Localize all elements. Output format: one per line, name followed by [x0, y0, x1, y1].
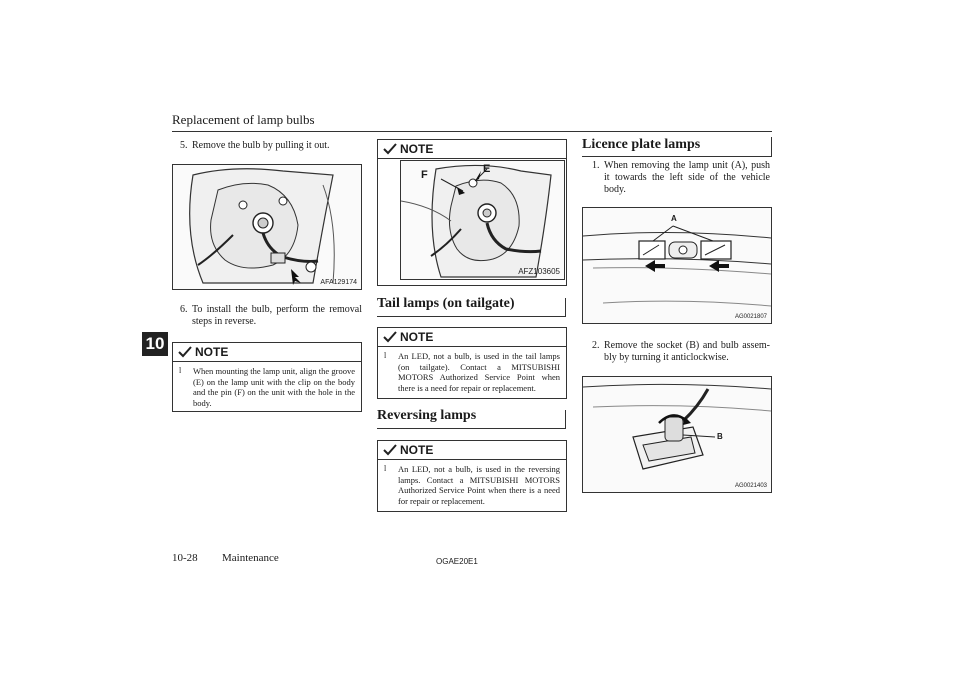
- figure-groove-pin: F E AFZ103605: [400, 160, 565, 280]
- section-rule-tick: [771, 137, 772, 157]
- note-text: An LED, not a bulb, is used in the tail …: [398, 351, 560, 393]
- figure-code: AFA129174: [320, 279, 357, 286]
- section-rule: [377, 316, 565, 317]
- step-text: Remove the socket (B) and bulb assem-bly…: [604, 340, 770, 363]
- note-body: l An LED, not a bulb, is used in the rev…: [378, 460, 566, 510]
- running-header-title: Replacement of lamp bulbs: [172, 112, 315, 127]
- step-2: 2. Remove the socket (B) and bulb assem-…: [592, 340, 770, 364]
- note-box-tail-lamps: NOTE l An LED, not a bulb, is used in th…: [377, 327, 567, 399]
- callout-label-f: F: [421, 169, 428, 181]
- bullet-icon: l: [179, 366, 182, 375]
- note-header: NOTE: [378, 140, 566, 159]
- section-rule: [377, 428, 565, 429]
- section-title-licence-plate-lamps: Licence plate lamps: [582, 137, 701, 152]
- figure-code: AG0021403: [734, 483, 767, 489]
- chapter-tab: 10: [142, 332, 168, 356]
- note-label: NOTE: [400, 330, 434, 344]
- callout-label-e: E: [483, 163, 491, 175]
- step-text: Remove the bulb by pulling it out.: [192, 140, 330, 151]
- step-5: 5. Remove the bulb by pulling it out.: [180, 140, 362, 152]
- step-1: 1. When removing the lamp unit (A), push…: [592, 160, 770, 196]
- note-label: NOTE: [400, 142, 434, 156]
- figure-code: AFZ103605: [518, 267, 560, 276]
- step-6: 6. To install the bulb, perform the remo…: [180, 304, 362, 328]
- note-header: NOTE: [378, 328, 566, 347]
- groove-pin-illustration: [401, 164, 552, 278]
- callout-label-a: A: [671, 214, 677, 223]
- bulb-removal-illustration: [189, 168, 335, 285]
- step-number: 5.: [180, 140, 188, 151]
- section-rule-tick: [565, 298, 566, 317]
- note-header: NOTE: [173, 343, 361, 362]
- footer-section: Maintenance: [222, 552, 279, 564]
- section-rule-tick: [565, 410, 566, 429]
- page-number: 10-28: [172, 552, 198, 564]
- note-box-figure: NOTE F E AFZ103605: [377, 139, 567, 286]
- pencil-check-icon: [178, 346, 192, 358]
- note-header: NOTE: [378, 441, 566, 460]
- step-number: 1.: [592, 160, 600, 171]
- figure-bulb-removal: AFA129174: [172, 164, 362, 290]
- step-number: 6.: [180, 304, 188, 315]
- pencil-check-icon: [383, 143, 397, 155]
- section-title-tail-lamps: Tail lamps (on tailgate): [377, 296, 515, 311]
- note-box-mounting: NOTE l When mounting the lamp unit, alig…: [172, 342, 362, 412]
- note-text: When mounting the lamp unit, align the g…: [193, 366, 355, 408]
- header-rule: [172, 131, 772, 132]
- note-label: NOTE: [400, 443, 434, 457]
- figure-licence-lamp-push: A AG0021807: [582, 207, 772, 324]
- socket-removal-illustration: [583, 383, 771, 470]
- step-text: When removing the lamp unit (A), push it…: [604, 160, 770, 195]
- pencil-check-icon: [383, 331, 397, 343]
- note-label: NOTE: [195, 345, 229, 359]
- footer-code: OGAE20E1: [436, 557, 478, 566]
- callout-label-b: B: [717, 432, 723, 441]
- step-text: To install the bulb, perform the removal…: [192, 304, 362, 327]
- note-text: An LED, not a bulb, is used in the rever…: [398, 464, 560, 506]
- licence-lamp-push-illustration: [583, 225, 771, 307]
- step-number: 2.: [592, 340, 600, 351]
- note-body: l An LED, not a bulb, is used in the tai…: [378, 347, 566, 397]
- note-box-reversing-lamps: NOTE l An LED, not a bulb, is used in th…: [377, 440, 567, 512]
- section-rule: [582, 156, 772, 157]
- section-title-reversing-lamps: Reversing lamps: [377, 408, 477, 423]
- note-body: l When mounting the lamp unit, align the…: [173, 362, 361, 412]
- figure-socket-removal: B AG0021403: [582, 376, 772, 493]
- bullet-icon: l: [384, 464, 387, 473]
- figure-code: AG0021807: [734, 314, 767, 320]
- pencil-check-icon: [383, 444, 397, 456]
- bullet-icon: l: [384, 351, 387, 360]
